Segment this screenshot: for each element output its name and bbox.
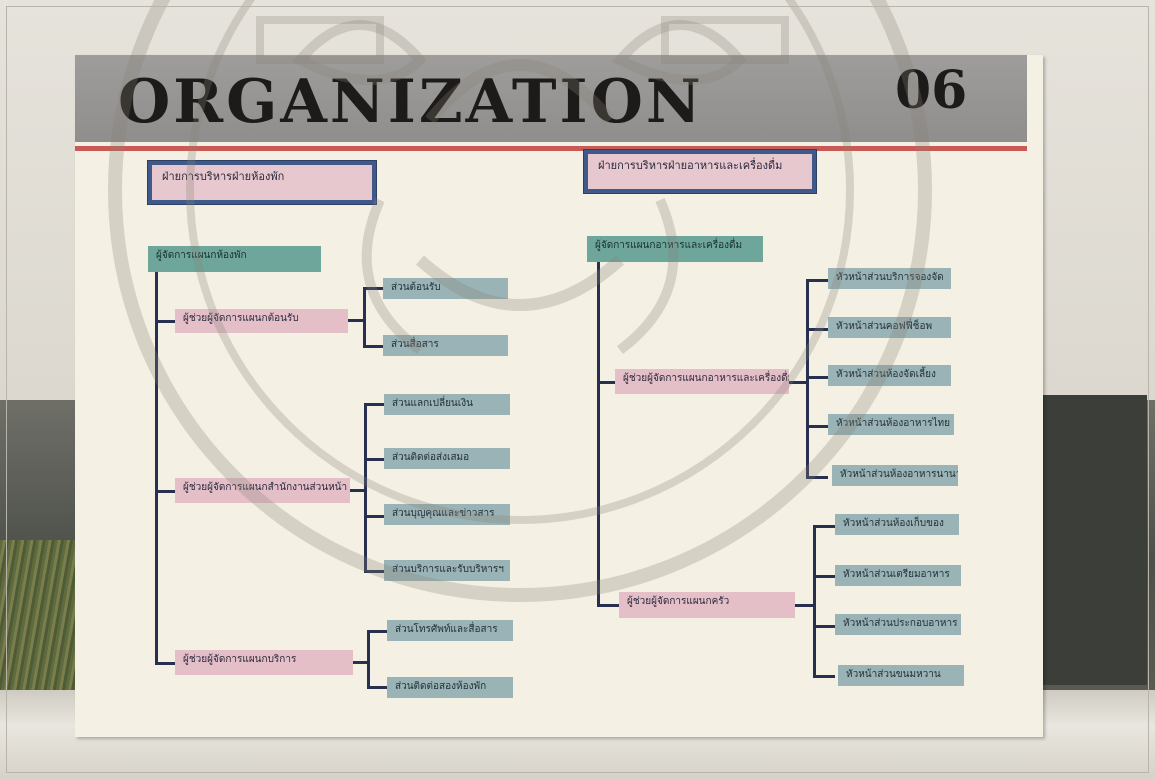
left-unit-1-1: ส่วนต้อนรับ [383, 278, 508, 299]
connector [348, 319, 365, 322]
left-unit-3-1: ส่วนโทรศัพท์และสื่อสาร [387, 620, 513, 641]
connector [155, 662, 175, 665]
connector [363, 287, 366, 347]
connector [364, 403, 384, 406]
connector [364, 570, 384, 573]
left-unit-2-1: ส่วนแลกเปลี่ยนเงิน [384, 394, 510, 415]
right-unit-2-2: หัวหน้าส่วนเตรียมอาหาร [835, 565, 961, 586]
background-shadow [1035, 395, 1147, 685]
left-trunk-line [155, 272, 158, 664]
connector [806, 476, 828, 479]
connector [806, 376, 828, 379]
connector [367, 686, 387, 689]
connector [353, 661, 369, 664]
board-number: 06 [895, 60, 968, 121]
connector [364, 458, 384, 461]
connector [363, 287, 383, 290]
connector [363, 345, 383, 348]
board-title: ORGANIZATION [118, 67, 704, 137]
left-manager-box: ผู้จัดการแผนกห้องพัก [148, 246, 321, 272]
left-unit-2-4: ส่วนบริการและรับบริหารฯ [384, 560, 510, 581]
right-unit-2-1: หัวหน้าส่วนห้องเก็บของ [835, 514, 959, 535]
connector [813, 525, 835, 528]
left-unit-2-2: ส่วนติดต่อส่งเสมอ [384, 448, 510, 469]
connector [813, 575, 835, 578]
connector [813, 625, 835, 628]
connector [364, 515, 384, 518]
right-assistant-box-1: ผู้ช่วยผู้จัดการแผนกอาหารและเครื่องดื่ม [615, 369, 789, 394]
connector [597, 381, 615, 384]
right-division-header: ฝ่ายการบริหารฝ่ายอาหารและเครื่องดื่ม [583, 149, 817, 194]
connector [367, 630, 387, 633]
left-unit-1-2: ส่วนสื่อสาร [383, 335, 508, 356]
right-manager-box: ผู้จัดการแผนกอาหารและเครื่องดื่ม [587, 236, 763, 262]
connector [789, 381, 808, 384]
right-unit-1-4: หัวหน้าส่วนห้องอาหารไทย [828, 414, 954, 435]
left-unit-2-3: ส่วนบุญคุณและข่าวสาร [384, 504, 510, 525]
connector [806, 328, 828, 331]
connector [597, 604, 619, 607]
connector [367, 630, 370, 688]
right-unit-1-1: หัวหน้าส่วนบริการจองจัด [828, 268, 951, 289]
connector [806, 279, 809, 479]
right-trunk-line [597, 262, 600, 607]
left-assistant-box-2: ผู้ช่วยผู้จัดการแผนกสำนักงานส่วนหน้า [175, 478, 350, 503]
connector [806, 425, 828, 428]
connector [155, 490, 175, 493]
title-band [75, 55, 1027, 142]
connector [795, 604, 815, 607]
connector [350, 489, 366, 492]
right-unit-1-2: หัวหน้าส่วนคอฟฟี่ช็อพ [828, 317, 951, 338]
left-assistant-box-1: ผู้ช่วยผู้จัดการแผนกต้อนรับ [175, 309, 348, 333]
connector [813, 525, 816, 677]
right-assistant-box-2: ผู้ช่วยผู้จัดการแผนกครัว [619, 592, 795, 618]
connector [155, 320, 175, 323]
left-unit-3-2: ส่วนติดต่อสองห้องพัก [387, 677, 513, 698]
connector [806, 279, 828, 282]
left-division-header: ฝ่ายการบริหารฝ่ายห้องพัก [147, 160, 377, 205]
red-divider [75, 146, 1027, 151]
left-assistant-box-3: ผู้ช่วยผู้จัดการแผนกบริการ [175, 650, 353, 675]
background-grass [0, 540, 75, 690]
connector [813, 675, 835, 678]
right-unit-2-3: หัวหน้าส่วนประกอบอาหาร [835, 614, 961, 635]
right-unit-1-3: หัวหน้าส่วนห้องจัดเลี้ยง [828, 365, 951, 386]
connector [364, 403, 367, 573]
right-unit-2-4: หัวหน้าส่วนขนมหวาน [838, 665, 964, 686]
right-unit-1-5: หัวหน้าส่วนห้องอาหารนานาชาติ [832, 465, 958, 486]
